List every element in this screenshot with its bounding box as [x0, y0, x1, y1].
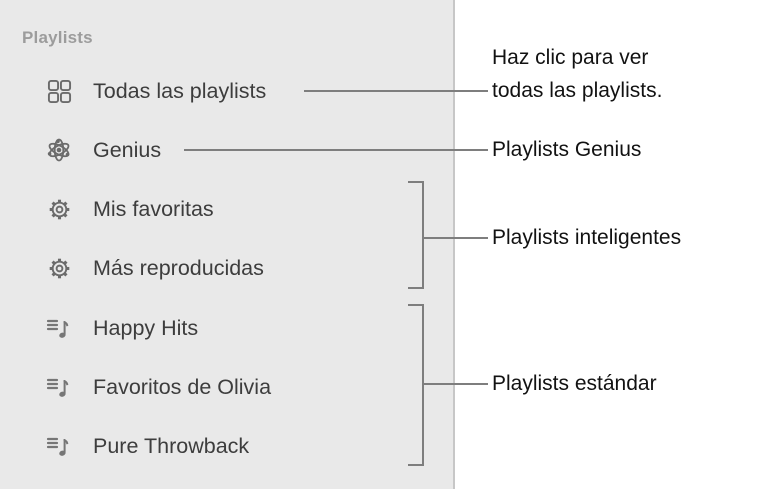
- callout-line-standard-playlists: [424, 383, 488, 385]
- sidebar-section-title: Playlists: [22, 28, 93, 47]
- sidebar-item-label: Más reproducidas: [93, 255, 264, 280]
- genius-atom-icon: [46, 137, 72, 163]
- bracket-standard-playlists: [408, 304, 424, 466]
- gear-icon: [46, 196, 72, 222]
- music-note-list-icon: [46, 374, 72, 400]
- sidebar-item-favoritos-de-olivia[interactable]: Favoritos de Olivia: [46, 372, 271, 402]
- sidebar-item-pure-throwback[interactable]: Pure Throwback: [46, 431, 249, 461]
- sidebar-item-label: Genius: [93, 137, 162, 162]
- sidebar-item-label: Favoritos de Olivia: [93, 374, 272, 399]
- music-note-list-icon: [46, 315, 72, 341]
- sidebar-item-label: Todas las playlists: [93, 78, 267, 103]
- annotation-standard-playlists: Playlists estándar: [492, 372, 657, 395]
- sidebar-item-genius[interactable]: Genius: [46, 135, 161, 165]
- sidebar-item-happy-hits[interactable]: Happy Hits: [46, 313, 198, 343]
- sidebar-item-todas-las-playlists[interactable]: Todas las playlists: [46, 76, 266, 106]
- gear-icon: [46, 255, 72, 281]
- sidebar-item-label: Mis favoritas: [93, 196, 214, 221]
- annotation-smart-playlists: Playlists inteligentes: [492, 226, 682, 249]
- callout-line-all-playlists: [304, 90, 488, 92]
- callout-line-genius: [184, 149, 488, 151]
- annotation-all-playlists-line1: Haz clic para ver: [492, 46, 649, 69]
- sidebar-item-label: Happy Hits: [93, 315, 199, 340]
- sidebar-item-label: Pure Throwback: [93, 433, 250, 458]
- sidebar-item-mas-reproducidas[interactable]: Más reproducidas: [46, 253, 264, 283]
- annotation-all-playlists-line2: todas las playlists.: [492, 79, 663, 102]
- sidebar-item-mis-favoritas[interactable]: Mis favoritas: [46, 194, 214, 224]
- playlists-sidebar: Playlists Todas las playlists: [0, 0, 455, 489]
- bracket-smart-playlists: [408, 181, 424, 289]
- music-note-list-icon: [46, 433, 72, 459]
- grid-icon: [46, 78, 72, 104]
- callout-line-smart-playlists: [424, 237, 488, 239]
- annotation-genius: Playlists Genius: [492, 138, 642, 161]
